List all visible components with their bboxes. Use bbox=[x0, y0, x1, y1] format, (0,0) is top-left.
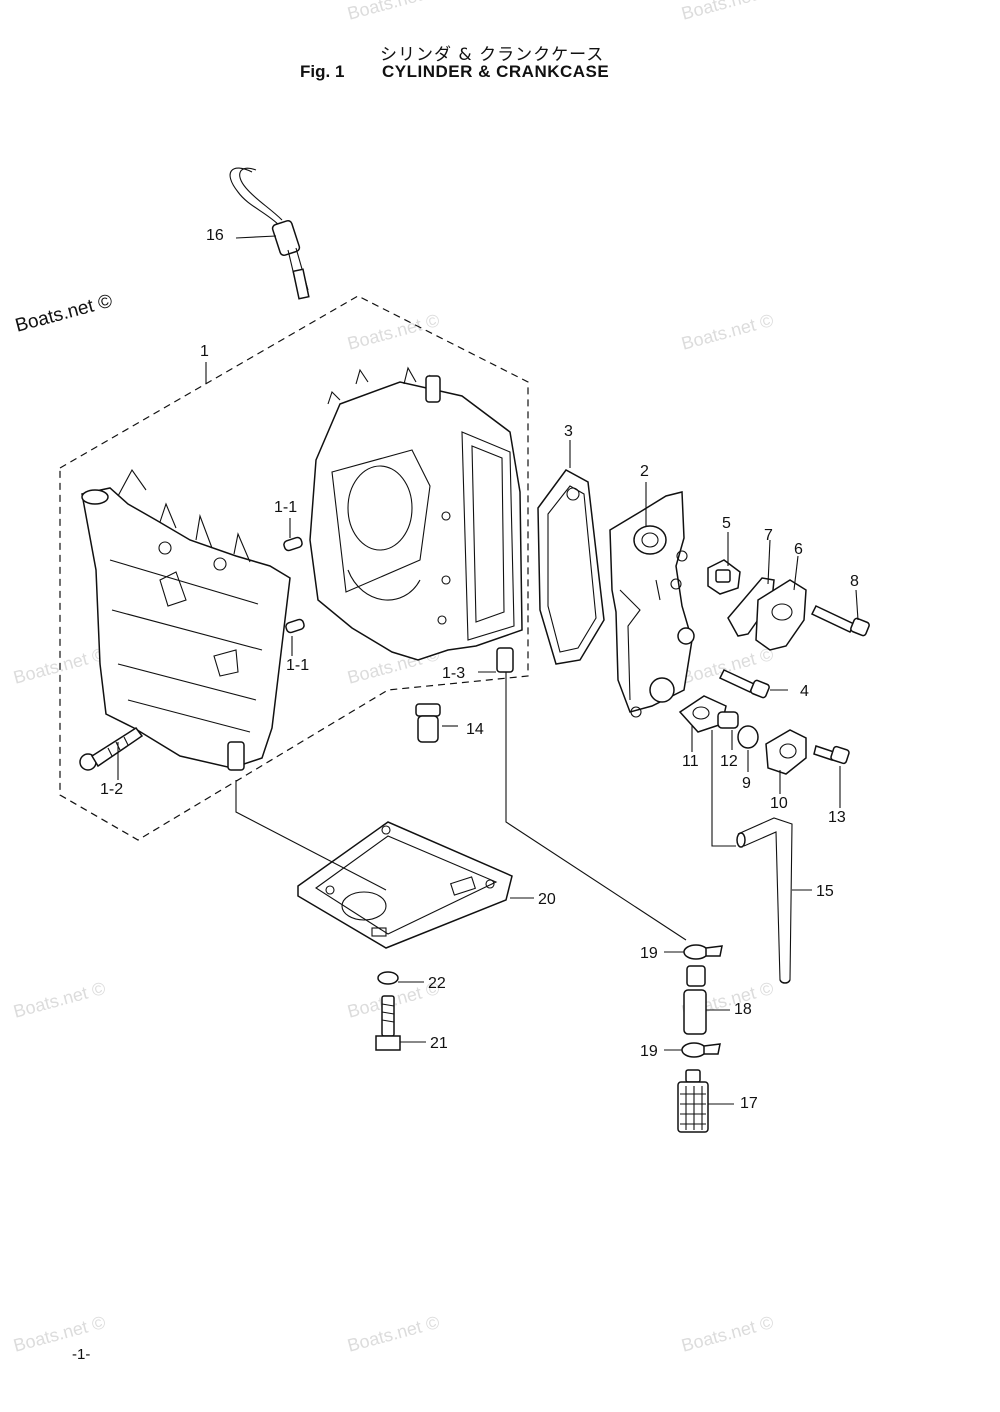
fitting-5 bbox=[707, 559, 741, 595]
crankcase-half bbox=[81, 468, 291, 771]
callout-20: 20 bbox=[538, 891, 556, 908]
callout-4: 4 bbox=[800, 683, 809, 700]
callout-6: 6 bbox=[794, 541, 803, 558]
callout-21: 21 bbox=[430, 1035, 448, 1052]
callout-17: 17 bbox=[740, 1095, 758, 1112]
callout-15: 15 bbox=[816, 883, 834, 900]
callout-22: 22 bbox=[428, 975, 446, 992]
title-english: CYLINDER & CRANKCASE bbox=[382, 62, 610, 81]
callout-1: 1 bbox=[200, 343, 209, 360]
callout-19-lower: 19 bbox=[640, 1043, 658, 1060]
callout-5: 5 bbox=[722, 515, 731, 532]
callout-16: 16 bbox=[206, 227, 224, 244]
bolt-13 bbox=[813, 745, 850, 765]
assembly-group-outline bbox=[59, 295, 529, 841]
fuel-filter-17 bbox=[677, 1069, 709, 1133]
dowel-pin-lower bbox=[285, 618, 305, 634]
washer-22 bbox=[377, 971, 399, 985]
callout-11: 11 bbox=[682, 753, 699, 770]
hose-18 bbox=[683, 965, 707, 1035]
sleeve-1-3 bbox=[496, 647, 514, 673]
callout-9: 9 bbox=[742, 775, 751, 792]
bolt-8 bbox=[810, 605, 870, 637]
leader-lines bbox=[117, 235, 859, 1105]
dowel-pin-upper bbox=[283, 536, 303, 552]
hose-clamp-19-lower bbox=[681, 1042, 721, 1058]
callout-1-1-lower: 1-1 bbox=[286, 657, 309, 674]
callout-13: 13 bbox=[828, 809, 846, 826]
callout-3: 3 bbox=[564, 423, 573, 440]
cylinder-block bbox=[309, 366, 523, 661]
cover-2 bbox=[609, 491, 695, 718]
callout-14: 14 bbox=[466, 721, 484, 738]
callout-1-3: 1-3 bbox=[442, 665, 465, 682]
cover-10 bbox=[765, 729, 807, 775]
hose-15 bbox=[736, 817, 793, 984]
callout-1-1-upper: 1-1 bbox=[274, 499, 297, 516]
plug-9 bbox=[737, 725, 759, 749]
callout-10: 10 bbox=[770, 795, 788, 812]
base-gasket-20 bbox=[297, 821, 513, 949]
callout-8: 8 bbox=[850, 573, 859, 590]
callout-1-2: 1-2 bbox=[100, 781, 123, 798]
gasket-3 bbox=[537, 469, 605, 665]
hose-clamp-19-upper bbox=[683, 944, 723, 960]
callout-12: 12 bbox=[720, 753, 738, 770]
dipstick-part bbox=[229, 167, 310, 300]
callout-7: 7 bbox=[764, 527, 773, 544]
title-japanese: シリンダ & クランクケース bbox=[380, 45, 605, 65]
figure-number: Fig. 1 bbox=[300, 62, 345, 81]
fitting-12 bbox=[717, 711, 739, 729]
bolt-4 bbox=[718, 669, 770, 699]
cover-6 bbox=[755, 579, 807, 651]
callout-18: 18 bbox=[734, 1001, 752, 1018]
callout-labels: 1 1-1 1-1 1-2 1-3 2 3 4 5 6 7 8 9 10 11 … bbox=[100, 227, 859, 1112]
page-number: -1- bbox=[72, 1346, 91, 1363]
callout-19-upper: 19 bbox=[640, 945, 658, 962]
bolt-21 bbox=[375, 995, 401, 1051]
plug-14 bbox=[415, 703, 441, 743]
callout-2: 2 bbox=[640, 463, 649, 480]
bolt-1-2 bbox=[79, 726, 144, 771]
